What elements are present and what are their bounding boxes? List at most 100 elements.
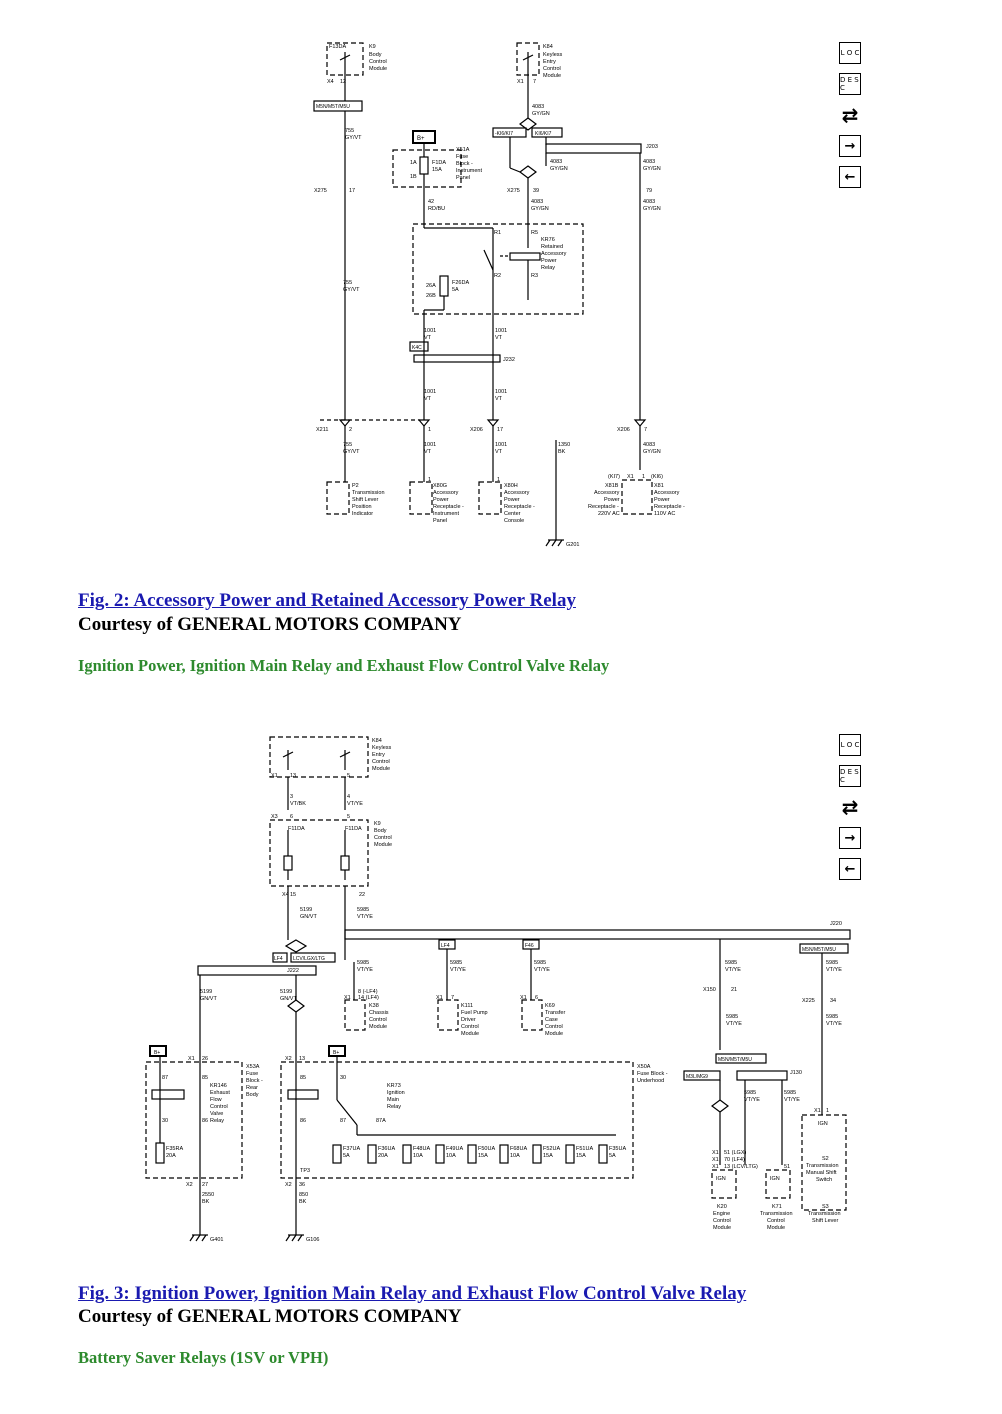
svg-text:GN/VT: GN/VT — [280, 996, 297, 1002]
svg-text:20A: 20A — [378, 1153, 388, 1159]
svg-text:10A: 10A — [510, 1153, 520, 1159]
svg-text:5985: 5985 — [534, 960, 546, 966]
svg-text:4083: 4083 — [550, 159, 562, 165]
k38-name: K38 — [369, 1003, 379, 1009]
svg-text:R5: R5 — [531, 230, 538, 236]
svg-text:LF4: LF4 — [274, 956, 283, 962]
svg-text:Power: Power — [604, 497, 620, 503]
svg-text:X1: X1 — [517, 79, 524, 85]
svg-text:51: 51 — [784, 1164, 790, 1170]
svg-text:87: 87 — [340, 1118, 346, 1124]
svg-text:VT/YE: VT/YE — [347, 801, 363, 807]
prev-arrow-button[interactable]: ← — [839, 166, 861, 188]
svg-text:GY/GN: GY/GN — [550, 166, 568, 172]
svg-text:12: 12 — [340, 79, 346, 85]
svg-text:X206: X206 — [470, 427, 483, 433]
svg-text:F49UA: F49UA — [446, 1146, 463, 1152]
svg-text:Receptacle -: Receptacle - — [433, 504, 464, 510]
svg-text:15A: 15A — [478, 1153, 488, 1159]
svg-text:4083: 4083 — [643, 159, 655, 165]
svg-text:5A: 5A — [343, 1153, 350, 1159]
svg-text:1: 1 — [497, 477, 500, 483]
k9-fuse-label: F13DA — [329, 44, 346, 50]
svg-text:5199: 5199 — [300, 907, 312, 913]
svg-text:Center: Center — [504, 511, 521, 517]
svg-text:5985: 5985 — [450, 960, 462, 966]
svg-text:R2: R2 — [494, 273, 501, 279]
svg-text:F48UA: F48UA — [413, 1146, 430, 1152]
svg-text:VT/YE: VT/YE — [826, 1021, 842, 1027]
location-button[interactable]: L O C — [839, 734, 861, 756]
svg-text:5A: 5A — [452, 287, 459, 293]
svg-text:Power: Power — [654, 497, 670, 503]
connector-icon[interactable]: ⇄ — [839, 103, 861, 127]
svg-text:755: 755 — [343, 280, 352, 286]
bplus-label: B+ — [417, 136, 425, 142]
x80g-name: X80G — [433, 483, 447, 489]
k9-name: K9 — [369, 44, 376, 50]
svg-text:Main: Main — [387, 1097, 399, 1103]
x80h-name: X80H — [504, 483, 518, 489]
svg-text:X4: X4 — [282, 892, 289, 898]
svg-text:BK: BK — [299, 1199, 307, 1205]
svg-text:7: 7 — [644, 427, 647, 433]
svg-text:4083: 4083 — [532, 104, 544, 110]
next-arrow-button[interactable]: → — [839, 135, 861, 157]
svg-text:(KI7): (KI7) — [608, 474, 620, 480]
svg-text:17: 17 — [349, 188, 355, 194]
svg-text:15A: 15A — [432, 167, 442, 173]
svg-text:42: 42 — [428, 199, 434, 205]
fig3-caption-link[interactable]: Fig. 3: Ignition Power, Ignition Main Re… — [78, 1283, 747, 1304]
svg-text:Body: Body — [374, 828, 387, 834]
svg-text:Module: Module — [545, 1031, 563, 1037]
svg-text:Instrument: Instrument — [456, 168, 482, 174]
svg-text:Relay: Relay — [387, 1104, 401, 1110]
k84-name: K84 — [543, 44, 553, 50]
next-arrow-button[interactable]: → — [839, 827, 861, 849]
svg-text:5985: 5985 — [784, 1090, 796, 1096]
svg-text:13: 13 — [290, 773, 296, 779]
svg-text:755: 755 — [343, 442, 352, 448]
location-button[interactable]: L O C — [839, 42, 861, 64]
svg-text:Transfer: Transfer — [545, 1010, 565, 1016]
connector-icon[interactable]: ⇄ — [839, 795, 861, 819]
svg-text:39: 39 — [533, 188, 539, 194]
fig3-wiring-diagram: K84 Keyless Entry Control Module X1 13 5… — [145, 736, 851, 1243]
description-button[interactable]: D E S C — [839, 765, 861, 787]
svg-text:15: 15 — [290, 892, 296, 898]
svg-text:Control: Control — [372, 759, 390, 765]
svg-text:RD/BU: RD/BU — [428, 206, 445, 212]
svg-text:85: 85 — [300, 1075, 306, 1081]
svg-text:X211: X211 — [316, 427, 328, 433]
svg-text:5199: 5199 — [200, 989, 212, 995]
svg-text:Entry: Entry — [543, 59, 556, 65]
svg-text:86: 86 — [202, 1118, 208, 1124]
svg-text:5985: 5985 — [726, 1014, 738, 1020]
svg-text:(KI6): (KI6) — [651, 474, 663, 480]
svg-text:5A: 5A — [609, 1153, 616, 1159]
s2-name: S2 — [822, 1156, 829, 1162]
svg-text:F37UA: F37UA — [343, 1146, 360, 1152]
svg-text:4083: 4083 — [531, 199, 543, 205]
svg-text:Control: Control — [543, 66, 561, 72]
prev-arrow-button[interactable]: ← — [839, 858, 861, 880]
svg-text:Transmission: Transmission — [808, 1211, 841, 1217]
svg-text:1: 1 — [826, 1108, 829, 1114]
svg-text:R3: R3 — [531, 273, 538, 279]
svg-text:GY/GN: GY/GN — [532, 111, 550, 117]
svg-text:8 (-LF4): 8 (-LF4) — [358, 989, 378, 995]
svg-text:Manual Shift: Manual Shift — [806, 1170, 837, 1176]
svg-text:X1: X1 — [712, 1164, 719, 1170]
svg-text:X2: X2 — [186, 1182, 193, 1188]
svg-text:Relay: Relay — [210, 1118, 224, 1124]
description-button[interactable]: D E S C — [839, 73, 861, 95]
svg-text:7: 7 — [451, 995, 454, 1001]
svg-text:Module: Module — [767, 1225, 785, 1231]
fig2-caption-link[interactable]: Fig. 2: Accessory Power and Retained Acc… — [78, 590, 576, 611]
nav-column-fig3: L O C D E S C ⇄ → ← — [839, 734, 865, 889]
svg-text:1A: 1A — [410, 160, 417, 166]
svg-text:Keyless: Keyless — [543, 52, 563, 58]
svg-text:Valve: Valve — [210, 1111, 223, 1117]
svg-text:Transmission: Transmission — [760, 1211, 793, 1217]
svg-text:VT: VT — [495, 396, 503, 402]
